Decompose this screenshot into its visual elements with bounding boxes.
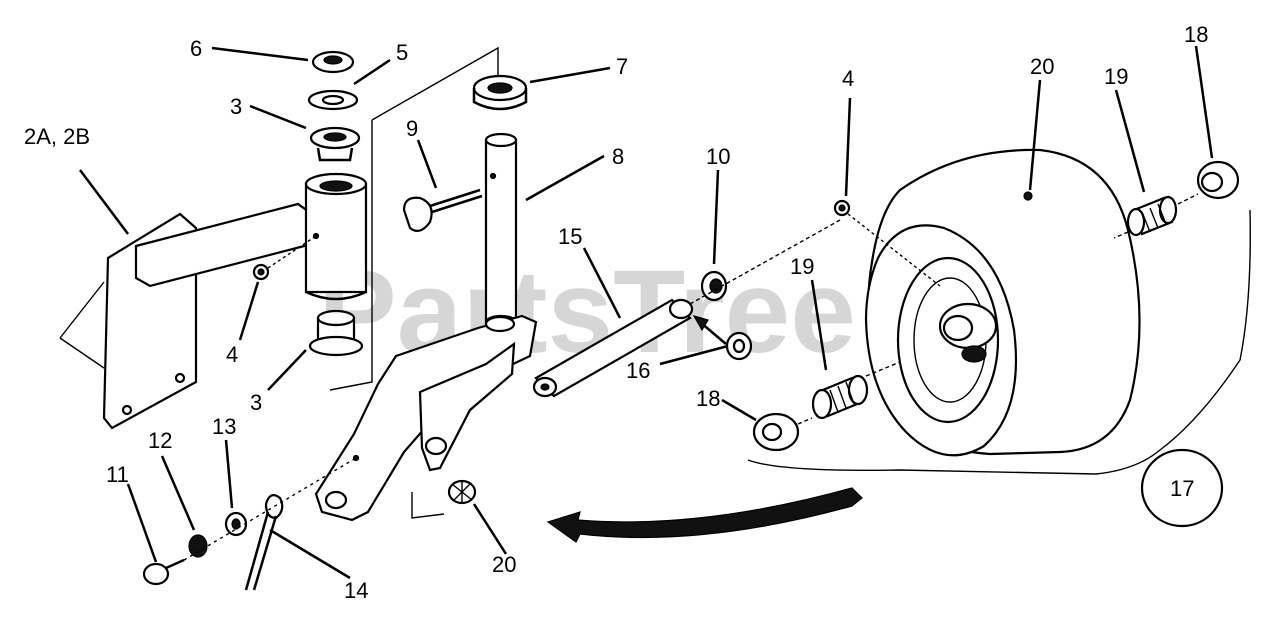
callout-20-tire: 20 [1030, 54, 1054, 79]
axle-centerline [689, 219, 841, 305]
upper-centerline [1113, 193, 1199, 239]
callout-16: 16 [626, 358, 650, 383]
flat-washer [224, 511, 248, 537]
callout-5: 5 [396, 40, 408, 65]
lock-washer [188, 534, 208, 558]
upper-bearing-stack [307, 50, 361, 162]
axle-nut [725, 331, 753, 361]
bolt-centerline [183, 457, 357, 561]
bearing-cap-upper [1196, 160, 1240, 200]
callout-17: 17 [1170, 476, 1194, 501]
callout-6: 6 [190, 36, 202, 61]
lower-centerline [797, 361, 901, 425]
lock-nut [447, 479, 477, 505]
grease-fitting [833, 199, 941, 287]
callout-18-lower: 18 [696, 386, 720, 411]
callout-11: 11 [106, 462, 129, 487]
assembly-arrowhead [692, 315, 709, 332]
callout-circle-17 [1140, 448, 1224, 528]
roller-bearing-upper [1126, 195, 1178, 237]
wheel-assembly [864, 148, 1141, 457]
callout-12: 12 [148, 428, 172, 453]
callout-3-upper: 3 [230, 94, 242, 119]
callout-2a-2b: 2A, 2B [24, 124, 90, 149]
hairpin-clip [244, 494, 284, 591]
callout-9: 9 [406, 116, 418, 141]
roller-bearing-lower [811, 374, 869, 420]
wheel-direction-arrow [546, 487, 863, 543]
callout-3-lower: 3 [250, 390, 262, 415]
caster-fork [314, 314, 538, 522]
spindle-housing [304, 172, 368, 301]
callout-20-nut: 20 [492, 552, 516, 577]
callout-8: 8 [612, 144, 624, 169]
mounting-bracket [59, 202, 314, 430]
callout-15: 15 [558, 224, 582, 249]
callout-19-lower: 19 [790, 254, 814, 279]
hex-bolt [142, 558, 185, 586]
caster-spindle [472, 74, 528, 330]
callout-labels: 6 5 3 2A, 2B 4 3 7 9 8 10 15 16 4 20 19 … [24, 22, 1208, 603]
lower-bearing [308, 309, 364, 357]
callout-7: 7 [616, 54, 628, 79]
callout-10: 10 [706, 144, 730, 169]
set-screw-left [252, 235, 317, 281]
callout-19-upper: 19 [1104, 64, 1128, 89]
callout-18-upper: 18 [1184, 22, 1208, 47]
callout-4-wheel: 4 [842, 66, 854, 91]
axle-tube [532, 298, 694, 398]
clevis-pin [402, 188, 483, 232]
wheel-group-bracket [747, 209, 1251, 475]
callout-13: 13 [212, 414, 236, 439]
leader-lines [79, 45, 1214, 580]
callout-14: 14 [344, 578, 368, 603]
axle-washer [700, 270, 728, 302]
callout-4-left: 4 [226, 342, 238, 367]
bearing-cap-lower [752, 412, 800, 452]
